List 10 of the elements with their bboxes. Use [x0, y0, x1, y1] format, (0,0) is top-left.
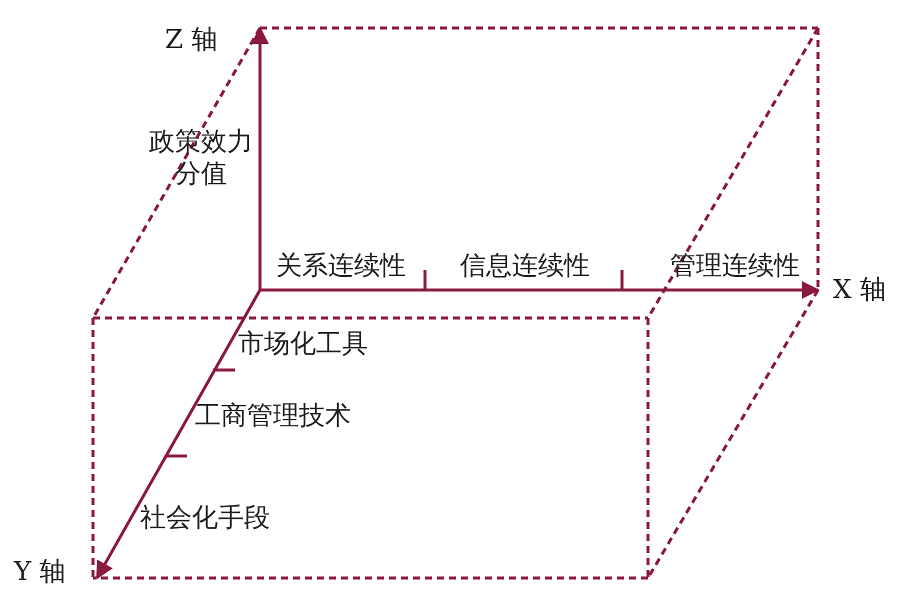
axis-title: Y 轴: [14, 556, 66, 588]
tick-label: 社会化手段: [140, 502, 270, 534]
axis-title: X 轴: [833, 274, 886, 306]
tick-label: 管理连续性: [670, 250, 800, 282]
tick-label: 工商管理技术: [195, 400, 351, 432]
axis-title: Z 轴: [165, 24, 218, 56]
tick-label: 关系连续性: [276, 250, 406, 282]
axis-label: 政策效力分值: [148, 126, 254, 190]
tick-label: 市场化工具: [238, 328, 368, 360]
tick-label: 信息连续性: [460, 250, 590, 282]
